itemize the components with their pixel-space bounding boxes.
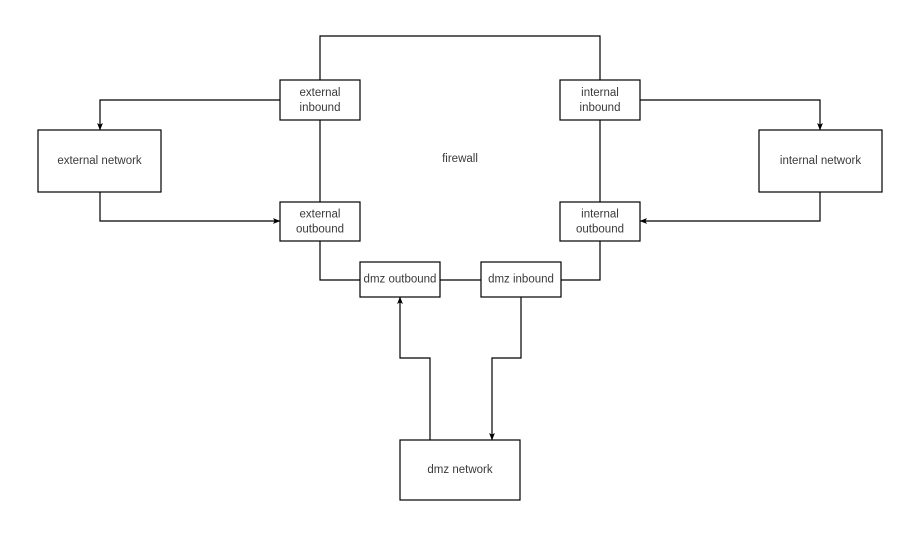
node-dmz-inbound[interactable]: dmz inbound bbox=[480, 261, 562, 298]
node-internal-network[interactable]: internal network bbox=[758, 129, 883, 193]
edge-internal-network-to-internal-outbound bbox=[639, 192, 821, 224]
node-box-external-inbound[interactable] bbox=[279, 79, 361, 121]
node-label-internal-network: internal network bbox=[780, 155, 861, 167]
node-box-internal-network[interactable] bbox=[758, 129, 883, 193]
edge-external-network-to-external-outbound bbox=[99, 192, 281, 224]
node-external-inbound[interactable]: external inbound bbox=[279, 79, 361, 121]
node-label-dmz-outbound: dmz outbound bbox=[364, 274, 437, 286]
firewall-zone-label: firewall bbox=[442, 153, 478, 165]
node-external-network[interactable]: external network bbox=[37, 129, 162, 193]
node-box-dmz-outbound[interactable] bbox=[359, 261, 441, 298]
node-dmz-network[interactable]: dmz network bbox=[399, 439, 521, 501]
node-label2-internal-outbound: outbound bbox=[576, 224, 624, 236]
node-box-external-outbound[interactable] bbox=[279, 201, 361, 242]
edge-dmz-network-to-dmz-outbound bbox=[397, 296, 431, 440]
node-label2-external-inbound: inbound bbox=[300, 102, 341, 114]
edge-internal-outbound-to-dmz-inbound bbox=[561, 241, 601, 281]
node-label2-internal-inbound: inbound bbox=[580, 102, 621, 114]
node-box-internal-outbound[interactable] bbox=[559, 201, 641, 242]
node-internal-outbound[interactable]: internal outbound bbox=[559, 201, 641, 242]
node-box-dmz-network[interactable] bbox=[399, 439, 521, 501]
edge-external-outbound-to-dmz-outbound bbox=[319, 241, 360, 281]
node-label-dmz-network: dmz network bbox=[427, 464, 492, 476]
node-box-dmz-inbound[interactable] bbox=[480, 261, 562, 298]
edge-layer bbox=[97, 35, 823, 441]
node-box-external-network[interactable] bbox=[37, 129, 162, 193]
node-label-external-network: external network bbox=[57, 155, 142, 167]
node-label-internal-outbound: internal bbox=[581, 209, 619, 221]
node-internal-inbound[interactable]: internal inbound bbox=[559, 79, 641, 121]
edge-external-inbound-to-internal-inbound bbox=[319, 35, 601, 80]
node-external-outbound[interactable]: external outbound bbox=[279, 201, 361, 242]
edge-external-inbound-to-external-network bbox=[97, 99, 280, 131]
node-label-external-outbound: external bbox=[300, 209, 341, 221]
node-dmz-outbound[interactable]: dmz outbound bbox=[359, 261, 441, 298]
edge-internal-inbound-to-internal-network bbox=[640, 99, 823, 131]
edge-dmz-inbound-to-dmz-network bbox=[489, 297, 522, 441]
node-label-external-inbound: external bbox=[300, 87, 341, 99]
node-layer: external inbound internal inbound external n… bbox=[37, 79, 883, 501]
node-box-internal-inbound[interactable] bbox=[559, 79, 641, 121]
node-label2-external-outbound: outbound bbox=[296, 224, 344, 236]
node-label-dmz-inbound: dmz inbound bbox=[488, 274, 554, 286]
node-label-internal-inbound: internal bbox=[581, 87, 619, 99]
